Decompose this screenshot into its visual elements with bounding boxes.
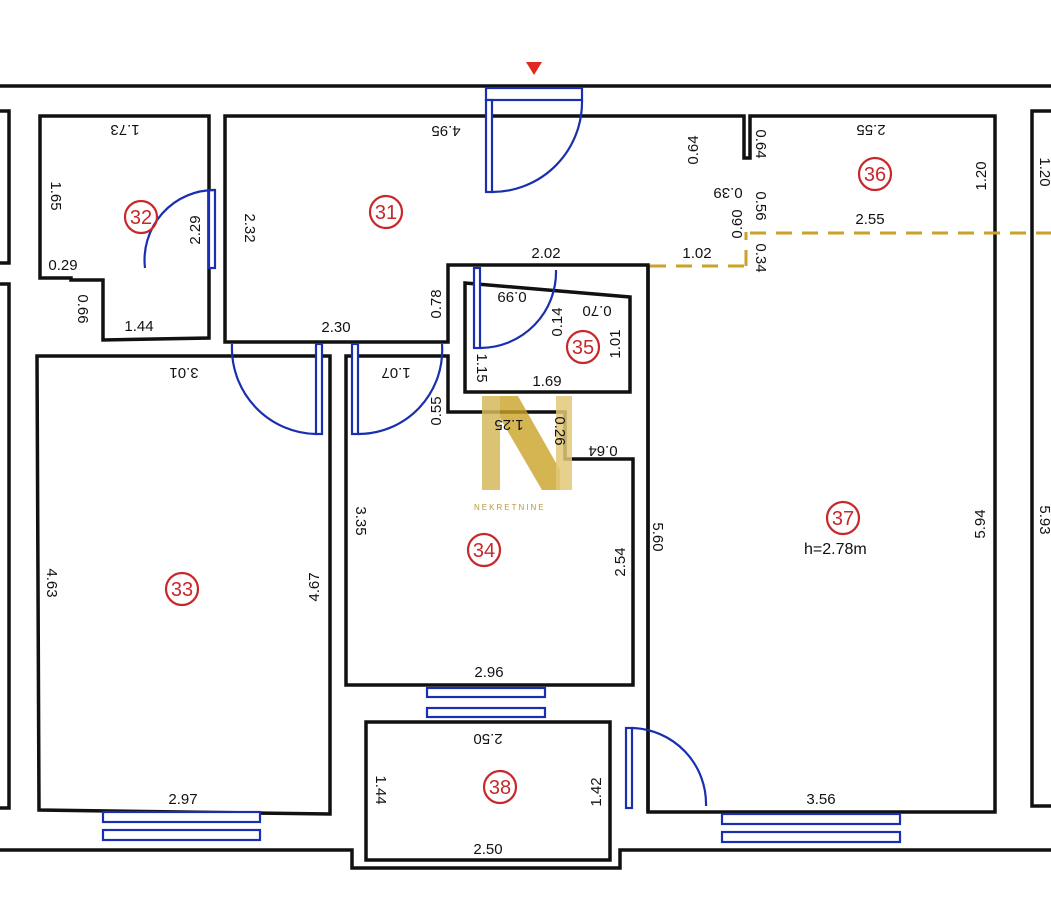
window-31 [484,86,584,102]
room-labels: 31 32 33 34 35 36 37 38 [123,156,893,805]
dim-label: 2.29 [187,215,204,244]
door-33 [230,342,324,436]
dimension-labels: 4.95 0.64 2.32 0.78 2.30 1.73 1.65 2.29 … [43,121,1051,858]
dim-label: 0.99 [497,288,526,305]
ceiling-height: h=2.78m [804,541,867,558]
dim-label: 0.56 [752,191,769,220]
room-label-38: 38 [489,777,511,799]
partitions [650,231,1051,268]
dim-label: 2.50 [473,730,502,747]
dim-label: 3.01 [169,364,198,381]
dim-label: 0.78 [428,289,445,318]
dim-label: 0.39 [713,184,742,201]
dim-label: 1.65 [47,181,64,210]
doors [143,98,708,810]
room-35-walls [463,281,632,394]
door-38 [624,726,708,810]
dim-label: 0.34 [752,243,769,272]
dim-label: 0.60 [729,209,746,238]
entrance-marker [526,62,542,75]
neighbour-right [1030,109,1051,808]
dim-label: 2.02 [531,245,560,262]
dim-label: 1.42 [588,777,605,806]
dim-label: 2.97 [168,791,197,808]
dim-label: 0.55 [428,396,445,425]
dim-label: 1.69 [532,373,561,390]
room-38-walls [364,720,612,862]
dim-label: 1.25 [494,416,523,433]
logo: NEKRETNINE [474,396,572,512]
dim-label: 1.20 [973,161,990,190]
logo-text: NEKRETNINE [474,503,546,512]
windows [101,86,902,844]
dim-label: 2.55 [856,121,885,138]
dim-label: 4.67 [306,572,323,601]
door-entrance [484,98,584,194]
room-label-32: 32 [130,207,152,229]
room-label-37: 37 [832,508,854,530]
dim-label: 0.29 [48,257,77,274]
dim-label: 0.64 [588,442,617,459]
dim-label: 1.20 [1036,157,1051,186]
dim-label: 1.44 [372,775,389,804]
dim-label: 1.07 [381,364,410,381]
dim-label: 1.01 [607,329,624,358]
window-37 [720,812,902,844]
dim-label: 4.95 [431,122,460,139]
dim-label: 4.63 [43,568,60,597]
dim-label: 1.44 [124,318,153,335]
dim-label: 2.54 [612,547,629,576]
dim-label: 3.35 [352,506,369,535]
dim-label: 5.93 [1036,505,1051,534]
room-label-36: 36 [864,164,886,186]
dim-label: 2.32 [241,213,258,242]
dim-label: 2.55 [855,211,884,228]
dim-label: 0.64 [752,129,769,158]
outer-walls [0,84,1051,870]
dim-label: 3.56 [806,791,835,808]
dim-label: 5.94 [972,509,989,538]
neighbour-left [0,109,11,810]
dim-label: 1.15 [473,353,490,382]
room-31-walls [223,114,997,814]
dim-label: 2.96 [474,664,503,681]
door-34 [350,342,444,436]
dim-label: 1.02 [682,245,711,262]
dim-label: 0.14 [549,307,566,336]
dim-label: 1.73 [110,121,139,138]
dim-label: 2.30 [321,319,350,336]
room-label-35: 35 [572,337,594,359]
dim-label: 0.70 [582,302,611,319]
door-32 [143,188,217,270]
dim-label: 0.64 [685,135,702,164]
room-32-walls [38,114,211,342]
dim-label: 5.60 [649,522,666,551]
room-label-31: 31 [375,202,397,224]
window-34 [425,686,547,719]
room-label-34: 34 [473,540,495,562]
room-label-33: 33 [171,579,193,601]
door-35 [472,266,558,350]
window-33 [101,810,262,842]
dim-label: 0.26 [551,416,568,445]
dim-label: 2.50 [473,841,502,858]
dim-label: 0.66 [74,294,91,323]
